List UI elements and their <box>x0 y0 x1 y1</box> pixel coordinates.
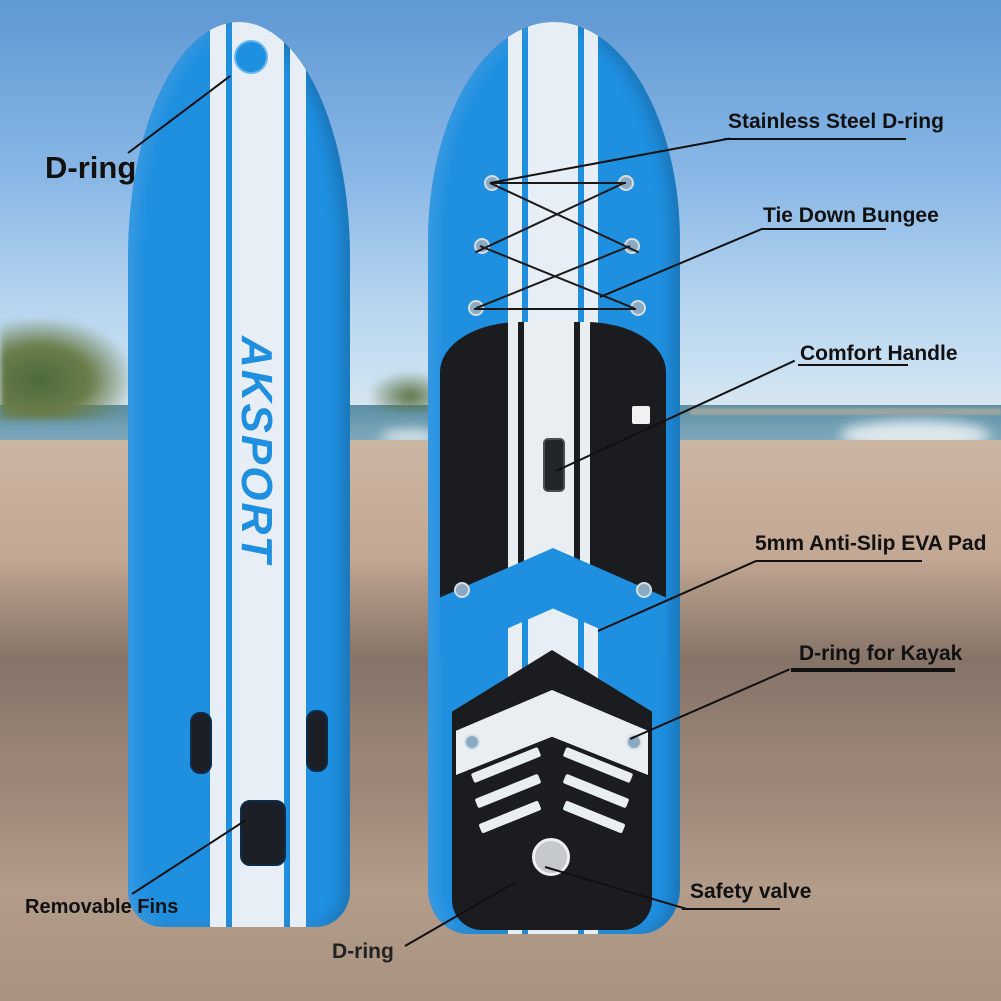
pad-stripe <box>508 322 518 608</box>
brand-logo: AKSPORT <box>232 335 281 565</box>
bungee-cord <box>490 182 626 184</box>
stripe <box>232 22 284 927</box>
paddle-board-bottom-view <box>128 22 350 927</box>
bungee-cord <box>474 308 636 310</box>
d-ring-icon <box>234 40 268 74</box>
safety-valve-icon <box>532 838 570 876</box>
label-comfort-handle: Comfort Handle <box>800 342 958 365</box>
label-eva-pad: 5mm Anti-Slip EVA Pad <box>755 532 987 555</box>
center-fin-box <box>240 800 286 866</box>
stripe <box>290 22 306 927</box>
pier <box>690 408 1001 415</box>
label-underline <box>756 560 922 562</box>
stripe <box>210 22 226 927</box>
label-d-ring-bottom: D-ring <box>332 940 394 963</box>
label-tie-down-bungee: Tie Down Bungee <box>763 204 939 227</box>
d-ring-icon <box>464 734 480 750</box>
d-ring-icon <box>636 582 652 598</box>
label-removable-fins: Removable Fins <box>25 896 179 918</box>
label-underline <box>724 138 906 140</box>
label-safety-valve: Safety valve <box>690 880 812 903</box>
label-underline <box>798 364 908 366</box>
side-fin-slot <box>306 710 328 772</box>
brand-mark-icon <box>632 406 650 424</box>
d-ring-icon <box>454 582 470 598</box>
label-stainless-steel-d-ring: Stainless Steel D-ring <box>728 110 944 133</box>
label-d-ring-top: D-ring <box>45 150 137 185</box>
label-underline <box>682 908 780 910</box>
label-d-ring-kayak: D-ring for Kayak <box>799 642 963 665</box>
label-underline <box>791 668 955 672</box>
label-underline <box>762 228 886 230</box>
side-fin-slot <box>190 712 212 774</box>
trees <box>0 320 130 420</box>
comfort-handle <box>543 438 565 492</box>
pad-stripe <box>580 322 590 608</box>
